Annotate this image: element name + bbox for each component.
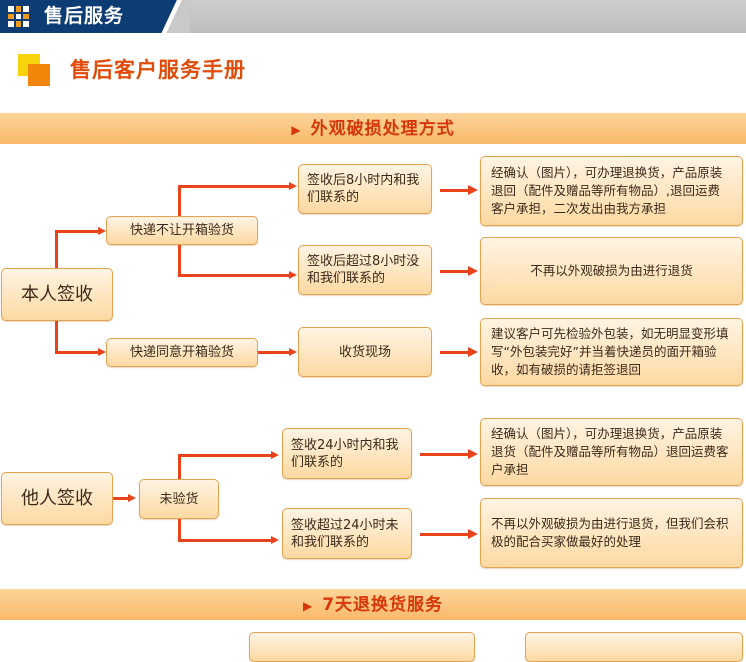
connector-line: [258, 351, 290, 354]
header-slash-divider: [150, 0, 190, 33]
connector-arrowhead-icon: [128, 494, 136, 502]
header-title: 售后服务: [44, 5, 125, 27]
play-arrow-icon: ▶: [302, 599, 313, 613]
connector-line: [178, 539, 272, 542]
flow-open-inspection: 快递同意开箱验货: [106, 338, 258, 367]
connector-line: [55, 321, 58, 353]
flow-root-self-sign-label: 本人签收: [21, 284, 93, 305]
flow-result-beyond-24h-text: 不再以外观破损为由进行退货，但我们会积极的配合买家做最好的处理: [491, 516, 729, 549]
connector-line: [178, 519, 181, 541]
connector-line: [113, 497, 129, 500]
connector-arrowhead-icon: [468, 266, 478, 276]
flow-root-other-sign: 他人签收: [1, 472, 113, 525]
flow-beyond-8h-label: 签收后超过8小时没和我们联系的: [307, 254, 420, 286]
connector-line: [178, 185, 290, 188]
flow-result-onsite: 建议客户可先检验外包装，如无明显变形填写“外包装完好”并当着快递员的面开箱验收，…: [480, 318, 743, 386]
flow-within-8h-label: 签收后8小时内和我们联系的: [307, 173, 420, 205]
flow-root-other-sign-label: 他人签收: [21, 488, 93, 509]
flow-within-24h: 签收24小时内和我们联系的: [282, 428, 412, 479]
connector-line: [178, 455, 181, 479]
flow-result-onsite-text: 建议客户可先检验外包装，如无明显变形填写“外包装完好”并当着快递员的面开箱验收，…: [491, 326, 729, 377]
connector-line: [178, 274, 290, 277]
flow-no-open-inspection: 快递不让开箱验货: [106, 216, 258, 245]
section-return-title: 7天退换货服务: [322, 595, 444, 615]
connector-arrowhead-icon: [98, 348, 106, 356]
grid-icon: [8, 6, 29, 27]
connector-arrowhead-icon: [271, 536, 279, 544]
flow-return-box: [249, 632, 475, 662]
connector-line: [55, 230, 99, 233]
flow-onsite-label: 收货现场: [338, 344, 391, 360]
connector-arrowhead-icon: [271, 451, 279, 459]
section-damage-title: 外观破损处理方式: [310, 119, 455, 139]
header-gray-band: [190, 0, 746, 33]
manual-title: 售后客户服务手册: [70, 58, 246, 82]
heading-square-orange-icon: [28, 64, 50, 86]
flow-no-open-inspection-label: 快递不让开箱验货: [129, 223, 234, 238]
connector-arrowhead-icon: [289, 348, 297, 356]
flow-result-beyond-8h-text: 不再以外观破损为由进行退货: [530, 263, 693, 278]
section-damage-bar: ▶ 外观破损处理方式: [0, 113, 746, 144]
flow-unchecked-label: 未验货: [159, 491, 199, 507]
flow-onsite: 收货现场: [298, 327, 432, 377]
play-arrow-icon: ▶: [291, 123, 301, 137]
connector-arrowhead-icon: [289, 182, 297, 190]
connector-line: [440, 270, 470, 273]
flow-root-self-sign: 本人签收: [1, 268, 113, 321]
connector-line: [178, 454, 272, 457]
flow-result-within-24h: 经确认（图片），可办理退换货，产品原装退货（配件及赠品等所有物品）退回运费客户承…: [480, 418, 743, 486]
connector-arrowhead-icon: [468, 449, 478, 459]
flow-return-box: [525, 632, 743, 662]
connector-line: [420, 533, 470, 536]
connector-line: [440, 351, 470, 354]
flow-within-24h-label: 签收24小时内和我们联系的: [291, 437, 399, 470]
connector-arrowhead-icon: [468, 347, 478, 357]
flow-beyond-24h-label: 签收超过24小时未和我们联系的: [291, 517, 399, 550]
connector-line: [55, 351, 99, 354]
section-return-bar: ▶ 7天退换货服务: [0, 589, 746, 620]
flow-result-beyond-8h: 不再以外观破损为由进行退货: [480, 237, 743, 305]
flow-result-within-24h-text: 经确认（图片），可办理退换货，产品原装退货（配件及赠品等所有物品）退回运费客户承…: [491, 426, 729, 477]
connector-arrowhead-icon: [98, 227, 106, 235]
connector-line: [420, 453, 470, 456]
connector-line: [178, 186, 181, 216]
flow-within-8h: 签收后8小时内和我们联系的: [298, 164, 432, 214]
connector-line: [440, 189, 470, 192]
flow-beyond-24h: 签收超过24小时未和我们联系的: [282, 508, 412, 559]
flow-unchecked: 未验货: [139, 479, 219, 519]
top-header-bar: 售后服务: [0, 0, 746, 33]
flow-beyond-8h: 签收后超过8小时没和我们联系的: [298, 245, 432, 295]
flow-open-inspection-label: 快递同意开箱验货: [129, 345, 234, 360]
flow-result-beyond-24h: 不再以外观破损为由进行退货，但我们会积极的配合买家做最好的处理: [480, 498, 743, 568]
flow-result-within-8h: 经确认（图片），可办理退换货，产品原装退回（配件及赠品等所有物品）,退回运费客户…: [480, 156, 743, 226]
connector-line: [55, 231, 58, 268]
connector-arrowhead-icon: [289, 271, 297, 279]
connector-arrowhead-icon: [468, 185, 478, 195]
flow-result-within-8h-text: 经确认（图片），可办理退换货，产品原装退回（配件及赠品等所有物品）,退回运费客户…: [491, 165, 723, 216]
connector-line: [178, 245, 181, 276]
connector-arrowhead-icon: [468, 529, 478, 539]
